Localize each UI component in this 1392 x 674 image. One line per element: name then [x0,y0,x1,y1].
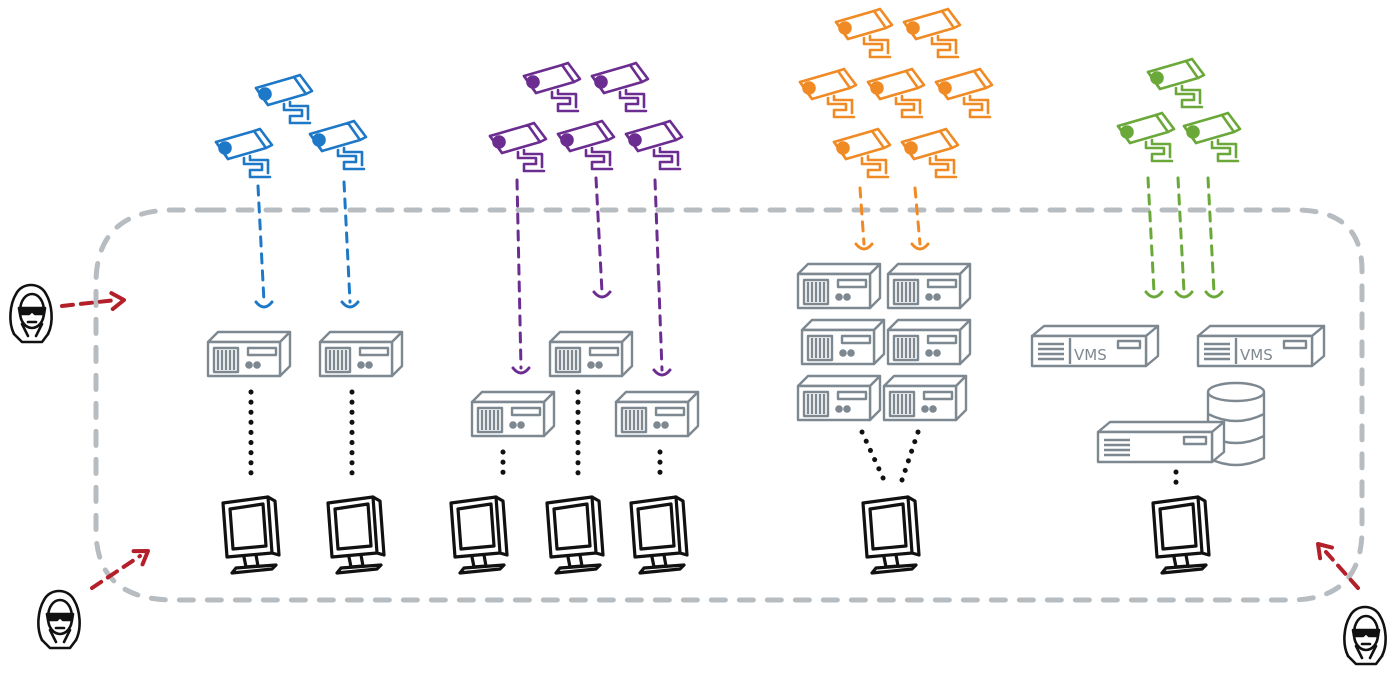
hooded-hacker-icon [9,283,53,344]
security-camera-icon [624,119,684,171]
security-camera-icon [590,61,650,113]
feed-endpoint [854,242,874,251]
camera-feed-link [1146,176,1156,294]
camera-feed-link [653,178,664,372]
server-icon [800,318,886,366]
security-camera-icon [1182,111,1242,163]
vms-server-left: VMS [1030,324,1160,368]
camera-feeds-green [1146,176,1216,294]
camera-feeds-purple [515,176,664,372]
camera-feed-link [594,176,604,294]
monitor-icon [1151,495,1211,575]
server-icon [1096,420,1226,464]
server-icon [886,318,972,366]
camera-feeds-orange [858,186,922,246]
security-camera-icon [834,7,894,59]
arrowhead [131,542,155,567]
attack-arrow-icon [90,554,142,590]
camera-feed-link [858,186,866,246]
feed-endpoint [1174,290,1194,299]
arrowhead [109,290,127,312]
security-camera-icon [832,127,892,179]
camera-group-purple [488,61,684,173]
vms-label: VMS [1240,346,1273,364]
monitor-icon [221,495,281,575]
camera-feed-link [913,186,922,246]
feed-endpoint [511,366,531,375]
hooded-hacker-icon [37,589,81,650]
server-icon [206,330,292,378]
display-link [859,429,887,483]
camera-feed-link [1206,176,1216,294]
attack-arrows [60,298,1360,590]
hooded-hacker-icon [1343,605,1387,666]
server-icon [886,262,972,310]
camera-feeds-blue [256,180,352,304]
server-icon [470,390,556,438]
security-camera-icon [214,127,274,179]
security-camera-icon [1146,57,1206,109]
camera-feed-link [256,184,266,304]
camera-feed-link [1176,176,1186,294]
security-camera-icon [866,67,926,119]
security-camera-icon [522,61,582,113]
vms-server-right: VMS [1196,324,1326,368]
server-icon [548,330,634,378]
security-camera-icon [488,121,548,173]
camera-group-blue [214,73,368,179]
server-icon [796,262,882,310]
feed-endpoint [910,242,930,251]
attack-arrow-icon [60,298,118,308]
display-link [899,429,921,483]
feed-endpoint [1204,290,1224,299]
server-icon [318,330,404,378]
server-icon [882,374,968,422]
feed-endpoint [652,368,672,377]
server-icon [614,390,700,438]
feed-endpoint [592,290,612,299]
server-icon [796,374,882,422]
security-camera-icon [254,73,314,125]
camera-feed-link [342,180,352,304]
monitor-icon [545,495,605,575]
monitor-icon [629,495,689,575]
camera-group-green [1116,57,1242,163]
feed-endpoint [1144,290,1164,299]
monitor-icon [861,495,921,575]
monitor-icon [449,495,509,575]
security-camera-icon [1116,111,1176,163]
network-boundary [93,207,1365,603]
security-camera-icon [798,67,858,119]
monitor-icon [326,495,386,575]
security-camera-icon [556,119,616,171]
attack-arrow-icon [1324,550,1360,590]
security-camera-icon [934,67,994,119]
vms-label: VMS [1074,346,1107,364]
feed-endpoint [254,300,274,309]
security-camera-icon [900,127,960,179]
security-camera-icon [308,119,368,171]
camera-feed-link [515,178,523,370]
feed-endpoint [340,300,360,309]
security-camera-icon [902,7,962,59]
camera-group-orange [798,7,994,179]
